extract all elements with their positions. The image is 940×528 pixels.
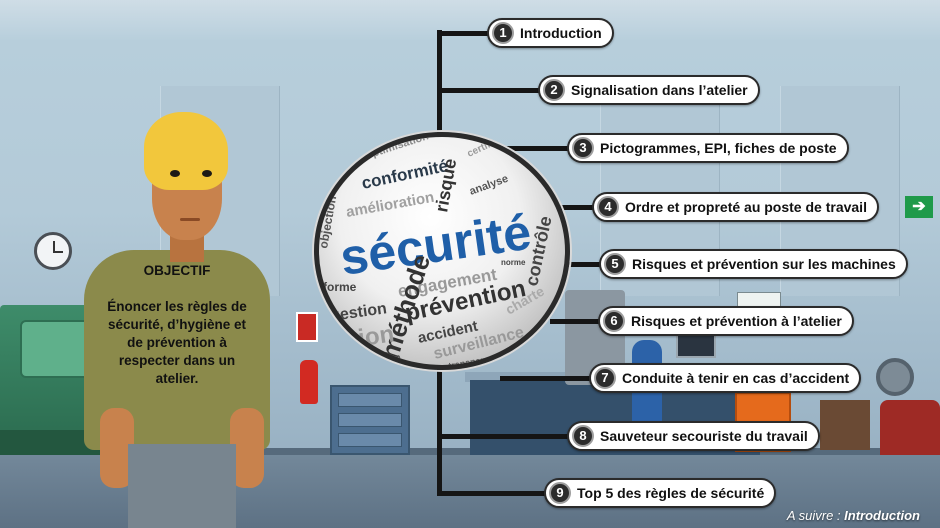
word-cloud-svg: optimisation certification conformité ri…: [319, 137, 556, 365]
character-eye: [170, 170, 180, 177]
timeline-connector: [437, 491, 552, 496]
menu-item-sauveteur-secouriste[interactable]: 8 Sauveteur secouriste du travail: [567, 421, 820, 451]
objective-box: OBJECTIF Énoncer les règles de sécurité,…: [102, 262, 252, 388]
word-cloud-word: analyse: [468, 173, 510, 198]
timeline-connector: [500, 376, 595, 381]
timeline-connector: [437, 31, 497, 36]
drawer: [338, 413, 402, 427]
menu-item-label: Introduction: [520, 25, 602, 41]
word-cloud-word: objection: [319, 195, 339, 250]
instructor-character: [80, 108, 280, 528]
menu-item-risques-machines[interactable]: 5 Risques et prévention sur les machines: [599, 249, 908, 279]
word-cloud-word: certification: [466, 137, 522, 160]
character-mouth: [180, 218, 200, 221]
menu-item-label: Sauveteur secouriste du travail: [600, 428, 808, 444]
fire-extinguisher-sign-icon: [296, 312, 318, 342]
word-cloud-word: norme: [501, 258, 526, 267]
emergency-exit-arrow-icon: ➔: [905, 196, 933, 218]
menu-item-introduction[interactable]: 1 Introduction: [487, 18, 614, 48]
security-word-cloud-sphere: optimisation certification conformité ri…: [314, 132, 570, 370]
timeline-connector: [550, 319, 605, 324]
word-cloud-word: forme: [323, 280, 357, 294]
menu-item-signalisation[interactable]: 2 Signalisation dans l’atelier: [538, 75, 760, 105]
next-chapter-prefix: A suivre :: [786, 508, 845, 523]
timeline-connector: [442, 146, 577, 151]
menu-item-conduite-accident[interactable]: 7 Conduite à tenir en cas d’accident: [589, 363, 862, 393]
next-chapter-indicator[interactable]: A suivre : Introduction: [787, 508, 920, 523]
timeline-connector: [437, 434, 572, 439]
lathe-headstock: [20, 320, 90, 378]
menu-item-number: 5: [604, 253, 626, 275]
menu-item-number: 9: [549, 482, 571, 504]
tool-stand: [820, 400, 870, 450]
drawer: [338, 433, 402, 447]
menu-item-number: 4: [597, 196, 619, 218]
menu-item-ordre-proprete[interactable]: 4 Ordre et propreté au poste de travail: [592, 192, 879, 222]
character-pants: [128, 444, 236, 528]
menu-item-label: Risques et prévention à l’atelier: [631, 313, 842, 329]
timeline-connector: [565, 262, 607, 267]
menu-item-label: Pictogrammes, EPI, fiches de poste: [600, 140, 837, 156]
menu-item-number: 2: [543, 79, 565, 101]
drawer: [338, 393, 402, 407]
wall-clock-icon: [34, 232, 72, 270]
word-cloud-word: amélioration: [345, 189, 436, 221]
menu-item-label: Ordre et propreté au poste de travail: [625, 199, 867, 215]
menu-item-label: Signalisation dans l’atelier: [571, 82, 748, 98]
fire-extinguisher-icon: [300, 360, 318, 404]
character-eye: [202, 170, 212, 177]
character-hair: [144, 112, 228, 190]
word-cloud-word: optimisation: [364, 137, 430, 162]
menu-item-number: 8: [572, 425, 594, 447]
timeline-connector: [437, 88, 547, 93]
menu-item-pictogrammes[interactable]: 3 Pictogrammes, EPI, fiches de poste: [567, 133, 849, 163]
drawer-cabinet: [330, 385, 410, 455]
red-machine: [880, 400, 940, 455]
menu-item-number: 6: [603, 310, 625, 332]
menu-item-top5-regles[interactable]: 9 Top 5 des règles de sécurité: [544, 478, 777, 508]
menu-item-number: 3: [572, 137, 594, 159]
timeline-connector: [540, 205, 600, 210]
grinder-wheel-icon: [876, 358, 914, 396]
menu-item-label: Risques et prévention sur les machines: [632, 256, 896, 272]
next-chapter-title: Introduction: [844, 508, 920, 523]
menu-item-label: Top 5 des règles de sécurité: [577, 485, 765, 501]
menu-item-number: 7: [594, 367, 616, 389]
menu-item-label: Conduite à tenir en cas d’accident: [622, 370, 850, 386]
menu-item-risques-atelier[interactable]: 6 Risques et prévention à l’atelier: [598, 306, 854, 336]
objective-title: OBJECTIF: [143, 263, 211, 278]
menu-item-number: 1: [492, 22, 514, 44]
objective-text: Énoncer les règles de sécurité, d’hygièn…: [107, 299, 247, 386]
